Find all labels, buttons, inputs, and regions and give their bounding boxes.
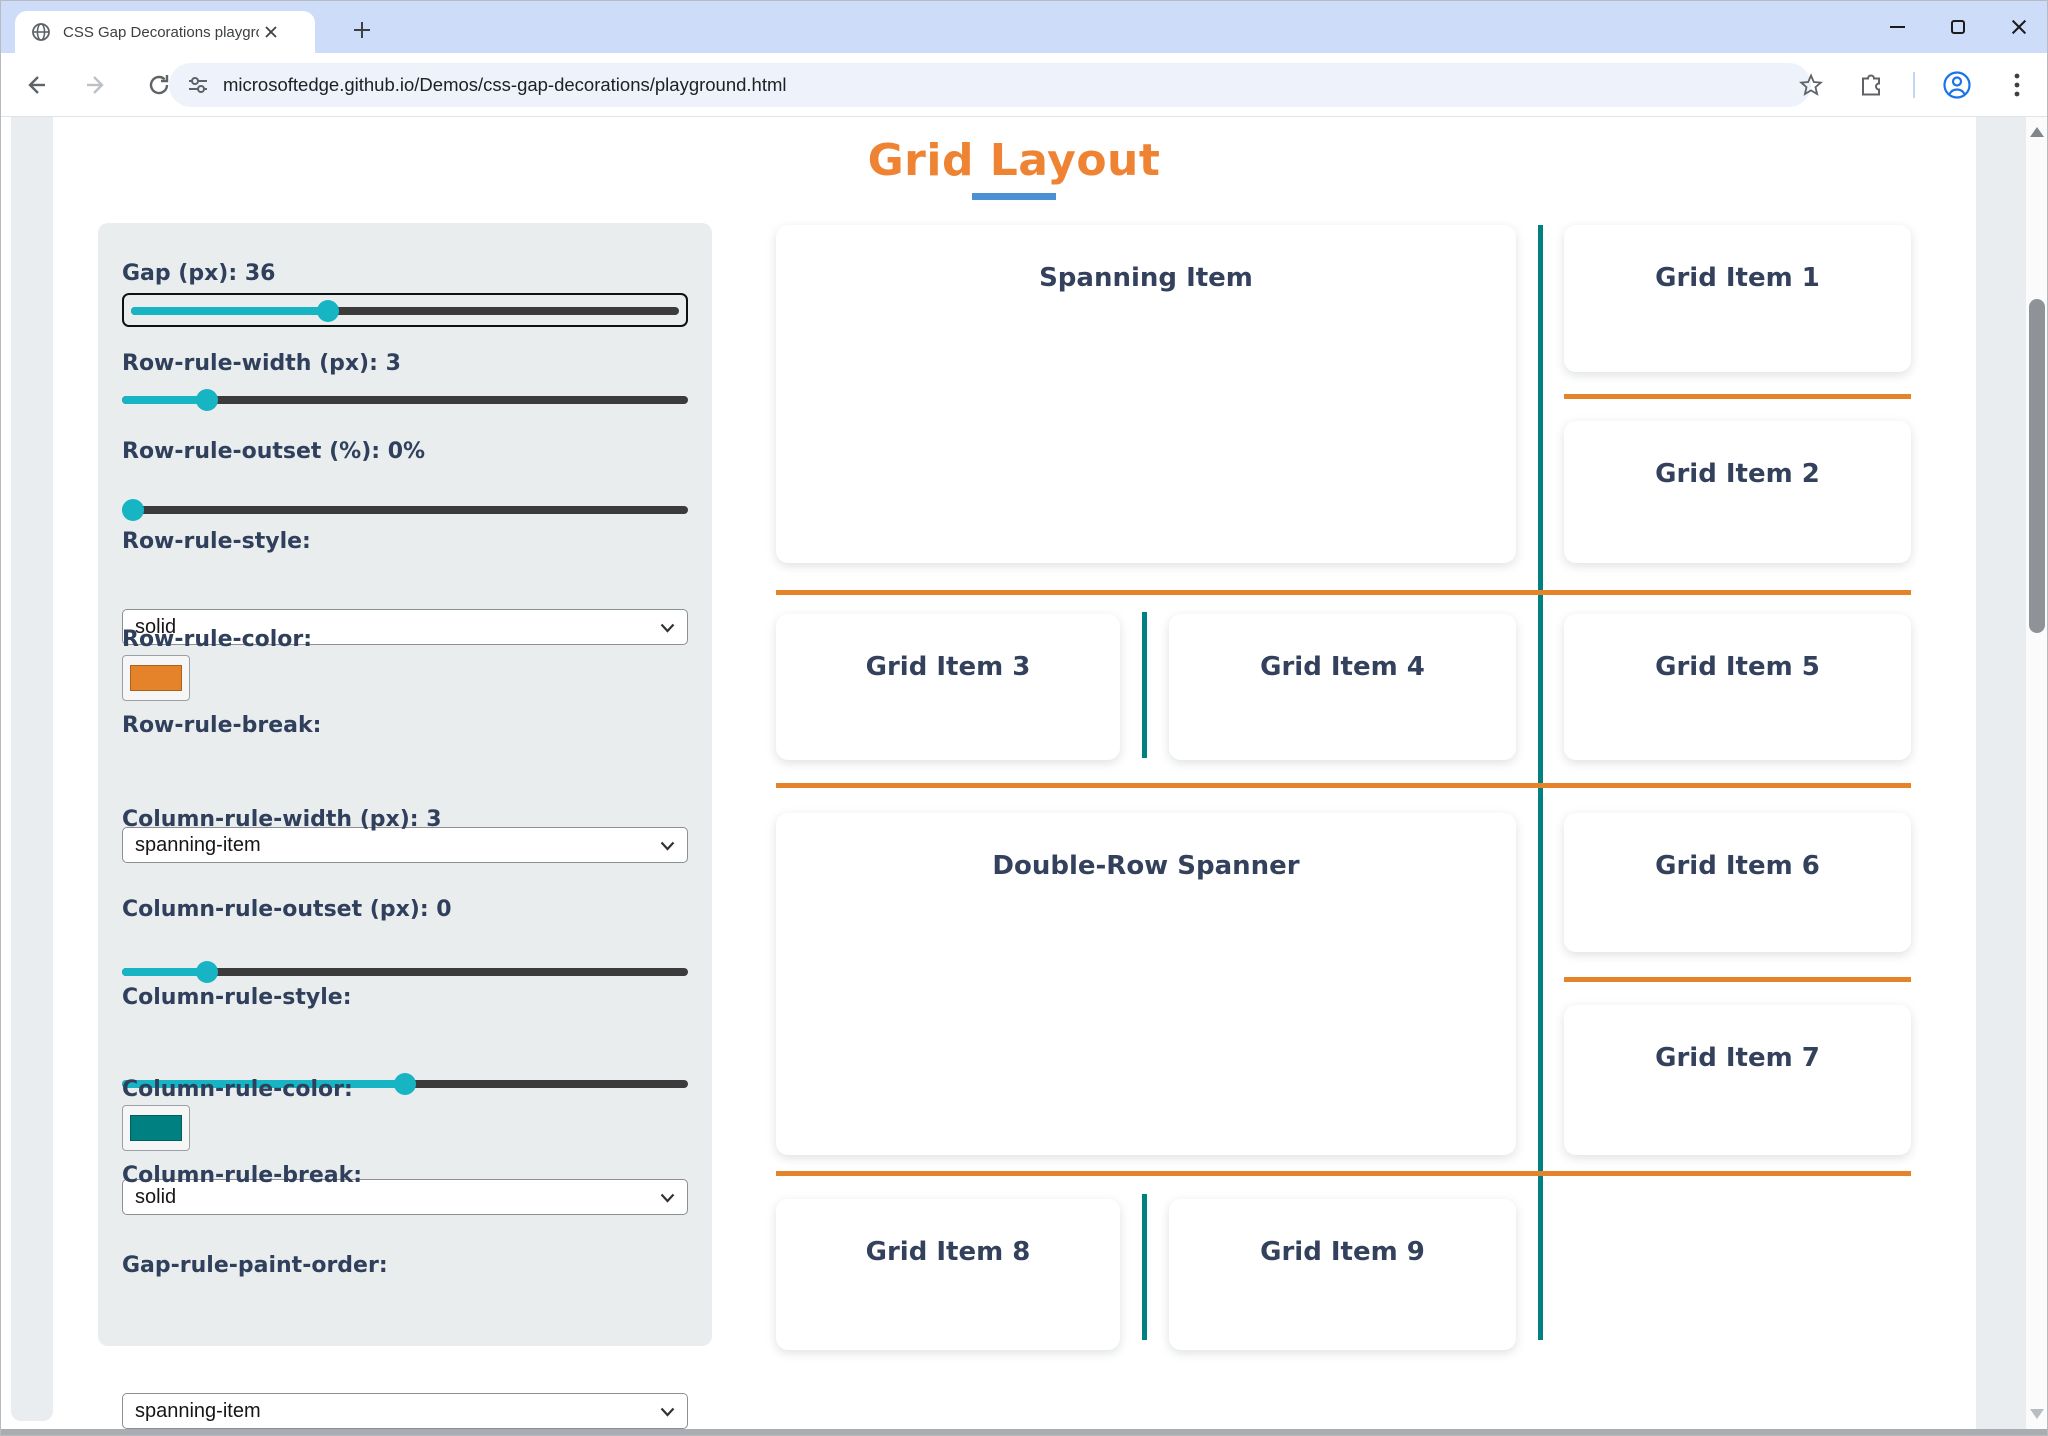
page-content: Grid Layout Gap (px): 36 Row-rule-width …	[1, 117, 2047, 1429]
grid-item-double-row-spanner: Double-Row Spanner	[776, 813, 1516, 1155]
page-left-gutter	[11, 117, 53, 1421]
gap-rule-paint-order-label: Gap-rule-paint-order:	[122, 1253, 388, 1278]
chevron-down-icon	[660, 1407, 675, 1417]
window-maximize-icon[interactable]	[1951, 20, 1965, 34]
chevron-down-icon	[660, 1193, 675, 1203]
slider-thumb[interactable]	[317, 300, 340, 322]
select-value: solid	[135, 1186, 177, 1208]
grid-item-7: Grid Item 7	[1564, 1005, 1911, 1155]
column-rule-outset-slider[interactable]	[122, 1073, 688, 1095]
slider-track[interactable]	[131, 307, 679, 315]
scroll-down-icon[interactable]	[2030, 1409, 2044, 1419]
slider-fill	[122, 1080, 405, 1088]
extensions-icon[interactable]	[1853, 67, 1889, 103]
color-chip	[130, 1115, 182, 1141]
browser-titlebar: CSS Gap Decorations playgroun	[1, 1, 2047, 53]
column-rule-color-label: Column-rule-color:	[122, 1077, 353, 1102]
gap-slider-label: Gap (px): 36	[122, 261, 276, 286]
slider-fill	[122, 968, 207, 976]
row-rule-width-slider[interactable]	[122, 389, 688, 411]
column-rule-segment	[1142, 612, 1147, 758]
grid-item-spanning: Spanning Item	[776, 225, 1516, 563]
row-rule-break-select[interactable]: spanning-item	[122, 827, 688, 863]
slider-track[interactable]	[122, 506, 688, 514]
page-scrollbar[interactable]	[2026, 117, 2047, 1429]
row-rule-segment	[1564, 977, 1911, 982]
row-rule-style-select[interactable]: solid	[122, 609, 688, 645]
globe-favicon-icon	[31, 22, 51, 42]
row-rule-outset-label: Row-rule-outset (%): 0%	[122, 439, 426, 464]
slider-fill	[131, 307, 329, 315]
column-rule-width-label: Column-rule-width (px): 3	[122, 807, 442, 832]
reload-icon[interactable]	[141, 67, 177, 103]
toolbar-divider	[1913, 72, 1915, 98]
slider-thumb[interactable]	[195, 961, 218, 983]
slider-track[interactable]	[122, 396, 688, 404]
chevron-down-icon	[660, 841, 675, 851]
grid-item-1: Grid Item 1	[1564, 225, 1911, 372]
bookmark-star-icon[interactable]	[1793, 67, 1829, 103]
row-rule-full	[776, 590, 1911, 595]
slider-thumb[interactable]	[122, 499, 144, 521]
row-rule-color-label: Row-rule-color:	[122, 627, 313, 652]
profile-icon[interactable]	[1939, 67, 1975, 103]
column-rule-break-select[interactable]: spanning-item	[122, 1393, 688, 1429]
slider-track[interactable]	[122, 968, 688, 976]
column-rule-break-label: Column-rule-break:	[122, 1163, 363, 1188]
column-rule-outset-label: Column-rule-outset (px): 0	[122, 897, 452, 922]
grid-item-6: Grid Item 6	[1564, 813, 1911, 952]
row-rule-width-label: Row-rule-width (px): 3	[122, 351, 401, 376]
window-minimize-icon[interactable]	[1890, 26, 1905, 28]
column-rule-segment	[1142, 1194, 1147, 1340]
color-chip	[130, 665, 182, 691]
row-rule-color-picker[interactable]	[122, 655, 190, 701]
browser-tab[interactable]: CSS Gap Decorations playgroun	[15, 11, 315, 53]
row-rule-outset-slider[interactable]	[122, 499, 688, 521]
title-underline	[972, 193, 1056, 200]
row-rule-segment	[1564, 394, 1911, 399]
page-title: Grid Layout	[867, 135, 1161, 186]
row-rule-full	[776, 1171, 1911, 1176]
site-info-icon[interactable]	[187, 74, 209, 96]
slider-thumb[interactable]	[195, 389, 218, 411]
column-rule-color-picker[interactable]	[122, 1105, 190, 1151]
controls-panel: Gap (px): 36 Row-rule-width (px): 3 Row-…	[98, 223, 712, 1429]
select-value: spanning-item	[135, 834, 261, 856]
new-tab-icon[interactable]	[353, 21, 371, 39]
grid-item-2: Grid Item 2	[1564, 421, 1911, 563]
column-rule-long	[1538, 225, 1543, 1340]
grid-item-9: Grid Item 9	[1169, 1199, 1516, 1350]
scrollbar-thumb[interactable]	[2029, 299, 2045, 633]
back-icon[interactable]	[17, 67, 53, 103]
tab-close-icon[interactable]	[263, 24, 279, 40]
select-value: solid	[135, 616, 177, 638]
row-rule-break-label: Row-rule-break:	[122, 713, 322, 738]
row-rule-full	[776, 783, 1911, 788]
grid-item-8: Grid Item 8	[776, 1199, 1120, 1350]
grid-item-5: Grid Item 5	[1564, 614, 1911, 760]
slider-fill	[122, 396, 207, 404]
column-rule-style-select[interactable]: solid	[122, 1179, 688, 1215]
url-text: microsoftedge.github.io/Demos/css-gap-de…	[223, 74, 787, 95]
row-rule-style-label: Row-rule-style:	[122, 529, 311, 554]
slider-thumb[interactable]	[394, 1073, 416, 1095]
browser-menu-icon[interactable]	[1999, 67, 2035, 103]
grid-item-3: Grid Item 3	[776, 614, 1120, 760]
select-value: spanning-item	[135, 1400, 261, 1422]
tab-title: CSS Gap Decorations playgroun	[63, 23, 259, 41]
column-rule-style-label: Column-rule-style:	[122, 985, 352, 1010]
grid-item-4: Grid Item 4	[1169, 614, 1516, 760]
chevron-down-icon	[660, 623, 675, 633]
window-close-icon[interactable]	[2011, 19, 2027, 35]
scroll-up-icon[interactable]	[2030, 127, 2044, 137]
gap-slider[interactable]	[122, 293, 688, 327]
browser-toolbar: microsoftedge.github.io/Demos/css-gap-de…	[1, 53, 2047, 117]
column-rule-width-slider[interactable]	[122, 961, 688, 983]
page-right-gutter	[1976, 117, 2026, 1429]
forward-icon[interactable]	[79, 67, 115, 103]
window-bottom-edge	[1, 1429, 2047, 1435]
address-bar[interactable]: microsoftedge.github.io/Demos/css-gap-de…	[169, 63, 1811, 107]
